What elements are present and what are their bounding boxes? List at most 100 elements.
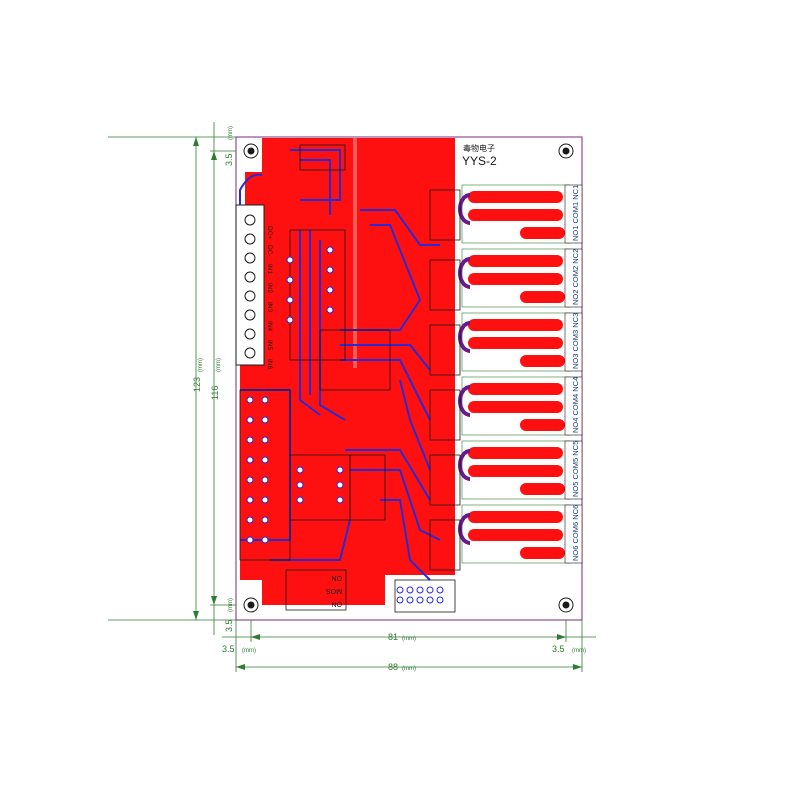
dim-right-margin-unit: (mm) bbox=[572, 648, 586, 654]
via-pad bbox=[426, 586, 434, 594]
input-pin-label: IN4 bbox=[266, 321, 273, 332]
connector-pin bbox=[244, 290, 256, 302]
dim-right-margin: 3.5 bbox=[552, 644, 565, 654]
via-pad bbox=[246, 476, 254, 484]
connector-housing bbox=[235, 204, 265, 366]
via-pad bbox=[326, 266, 334, 274]
relay-pad-strip bbox=[468, 383, 563, 395]
via-pad bbox=[261, 396, 269, 404]
relay-terminal-label: NO6 COM6 NC6 bbox=[571, 505, 580, 561]
relay-pad-strip bbox=[520, 419, 565, 431]
relay-pad-strip bbox=[468, 447, 563, 459]
dim-height-outer-unit: (mm) bbox=[198, 358, 204, 372]
dim-top-margin-unit: (mm) bbox=[228, 126, 234, 140]
dim-height-inner-unit: (mm) bbox=[216, 358, 222, 372]
copper-pour-left bbox=[240, 138, 455, 605]
dim-top-margin: 3.5 bbox=[224, 153, 234, 166]
relay-2 bbox=[458, 248, 583, 308]
input-pin-label: IN5 bbox=[266, 340, 273, 351]
relay-pad-strip bbox=[468, 255, 563, 267]
via-pad bbox=[286, 256, 294, 264]
relay-terminal-label: NO2 COM2 NC2 bbox=[571, 249, 580, 305]
pour-gap-1 bbox=[353, 138, 357, 368]
terminal-block bbox=[564, 312, 583, 372]
terminal-block bbox=[564, 184, 583, 244]
via-pad bbox=[261, 436, 269, 444]
via-pad bbox=[296, 496, 304, 504]
model-text: YYS-2 bbox=[462, 154, 497, 168]
relay-terminal-label: NO5 COM5 NC5 bbox=[571, 441, 580, 497]
via-pad bbox=[261, 496, 269, 504]
relay-pad-strip bbox=[468, 337, 563, 349]
via-pad bbox=[406, 586, 414, 594]
dimension-lines bbox=[108, 122, 596, 672]
relay-1 bbox=[458, 184, 583, 244]
relay-pad-strip bbox=[520, 291, 565, 303]
via-pad bbox=[286, 296, 294, 304]
relay-copper-group bbox=[458, 184, 583, 564]
relay-terminal-label: NO1 COM1 NC1 bbox=[571, 185, 580, 241]
terminal-block bbox=[564, 248, 583, 308]
via-pad bbox=[396, 586, 404, 594]
relay-pad-strip bbox=[468, 401, 563, 413]
jumper-block: ON MOS ON bbox=[326, 574, 342, 607]
input-pin-label: IN1 bbox=[266, 264, 273, 275]
via-pad bbox=[326, 306, 334, 314]
relay-pad-strip bbox=[468, 273, 563, 285]
via-pad bbox=[416, 596, 424, 604]
input-pin-label: IN3 bbox=[266, 302, 273, 313]
via-pad bbox=[261, 456, 269, 464]
jumper-label-2: MOS bbox=[326, 587, 342, 594]
connector-pin bbox=[244, 252, 256, 264]
dim-width-outer-unit: (mm) bbox=[402, 666, 416, 672]
jumper-label-1: ON bbox=[332, 574, 343, 581]
relay-4 bbox=[458, 376, 583, 436]
input-pin-label: DC+ bbox=[266, 226, 273, 239]
connector-pin bbox=[244, 328, 256, 340]
via-pad bbox=[246, 496, 254, 504]
dim-height-outer: 123 bbox=[192, 377, 202, 392]
relay-pad-strip bbox=[520, 355, 565, 367]
via-pad bbox=[416, 586, 424, 594]
dim-height-inner: 116 bbox=[210, 386, 220, 400]
via-pad bbox=[246, 396, 254, 404]
relay-5 bbox=[458, 440, 583, 500]
relay-pad-strip bbox=[520, 227, 565, 239]
via-pad bbox=[246, 536, 254, 544]
dim-width-inner-unit: (mm) bbox=[402, 636, 416, 642]
via-pad bbox=[286, 316, 294, 324]
relay-pad-strip bbox=[520, 483, 565, 495]
via-pad bbox=[436, 586, 444, 594]
terminal-block bbox=[564, 440, 583, 500]
via-pad bbox=[336, 496, 344, 504]
via-pad bbox=[261, 416, 269, 424]
dim-width-outer: 88 bbox=[388, 662, 398, 672]
via-pad bbox=[396, 596, 404, 604]
via-pad bbox=[261, 536, 269, 544]
relay-3 bbox=[458, 312, 583, 372]
relay-pad-strip bbox=[520, 547, 565, 559]
connector-pin bbox=[244, 214, 256, 226]
silkscreen-layer bbox=[239, 144, 461, 613]
dim-left-margin-unit: (mm) bbox=[242, 648, 256, 654]
connector-pin bbox=[244, 347, 256, 359]
relay-terminal-label: NO4 COM4 NC4 bbox=[571, 377, 580, 433]
via-pad bbox=[246, 516, 254, 524]
via-pad bbox=[286, 276, 294, 284]
relay-pad-strip bbox=[468, 319, 563, 331]
terminal-block bbox=[564, 376, 583, 436]
connector-pin bbox=[244, 309, 256, 321]
via-pad bbox=[246, 436, 254, 444]
relay-6 bbox=[458, 504, 583, 564]
relay-pad-strip bbox=[468, 529, 563, 541]
component-pads bbox=[246, 246, 444, 604]
via-pad bbox=[426, 596, 434, 604]
input-pin-label: IN2 bbox=[266, 283, 273, 294]
dim-left-margin: 3.5 bbox=[222, 644, 235, 654]
terminal-block bbox=[564, 504, 583, 564]
input-pin-label: DC- bbox=[266, 245, 273, 257]
via-pad bbox=[296, 466, 304, 474]
